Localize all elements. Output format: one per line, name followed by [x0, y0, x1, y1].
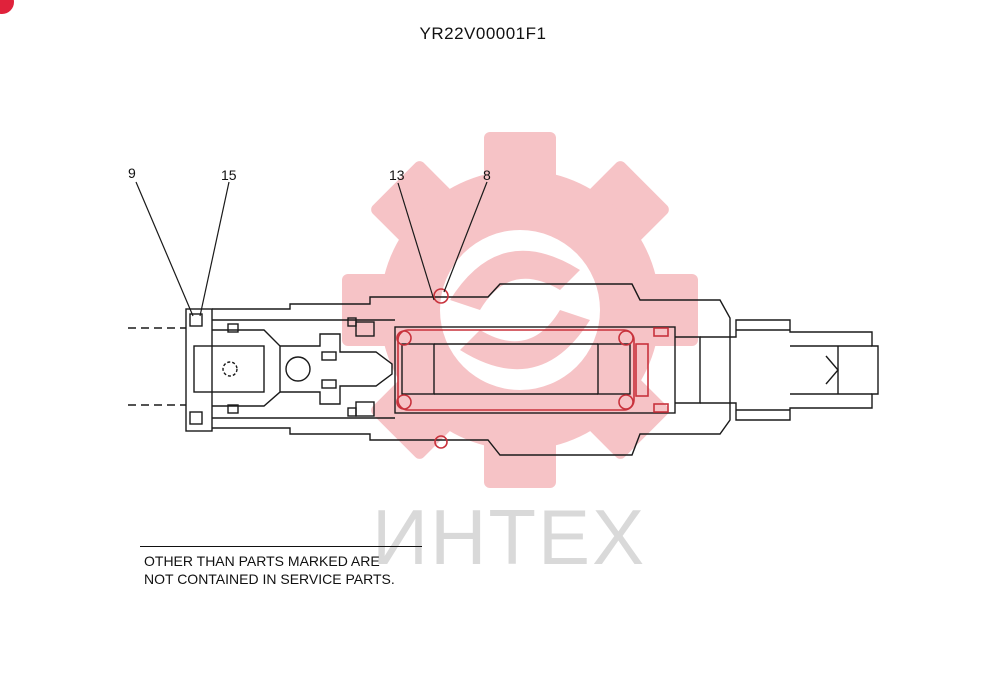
- watermark-text: ИНТЕХ: [372, 493, 647, 581]
- note-line-2: NOT CONTAINED IN SERVICE PARTS.: [144, 571, 395, 587]
- drawing-title: YR22V00001F1: [419, 24, 547, 43]
- note-rule: [140, 546, 422, 547]
- callout-9: 9: [128, 165, 136, 181]
- note-line-1: OTHER THAN PARTS MARKED ARE: [144, 553, 380, 569]
- callout-13: 13: [389, 167, 405, 183]
- callout-8: 8: [483, 167, 491, 183]
- callout-15: 15: [221, 167, 237, 183]
- service-parts-note: OTHER THAN PARTS MARKED ARE NOT CONTAINE…: [144, 552, 395, 588]
